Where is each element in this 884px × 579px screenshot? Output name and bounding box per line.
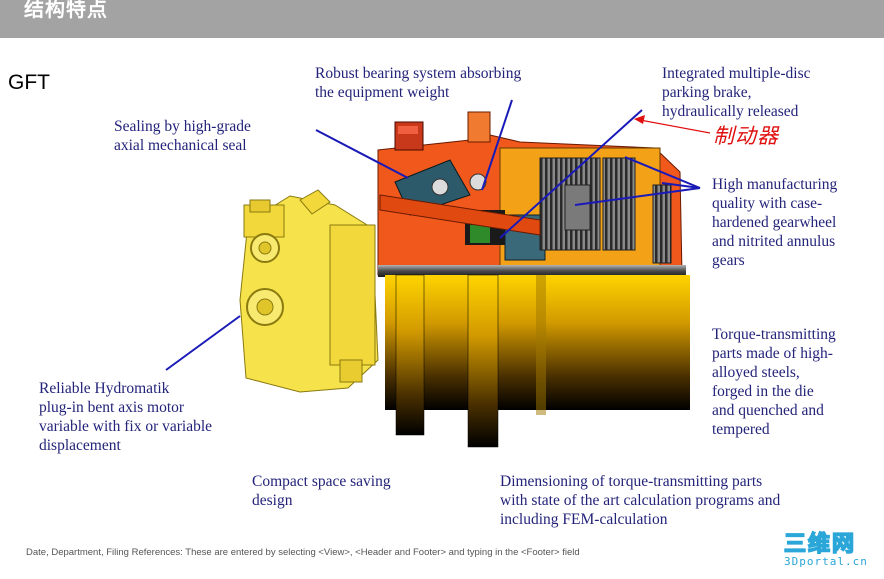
callout-dimensioning-line-3: including FEM-calculation [500, 511, 668, 528]
callout-quality-line-5: gears [712, 252, 745, 269]
callout-bearing-line-2: the equipment weight [315, 84, 450, 101]
callout-motor-line-3: variable with fix or variable [39, 418, 213, 435]
callout-brake-line-2: parking brake, [662, 84, 752, 101]
callout-bearing-line-1: Robust bearing system absorbing [315, 65, 522, 82]
leader-motor [165, 315, 241, 371]
callout-motor-line-2: plug-in bent axis motor [39, 399, 185, 416]
callout-quality-line-2: quality with case- [712, 195, 823, 212]
callout-quality-line-1: High manufacturing [712, 176, 838, 193]
callout-quality-line-4: and nitrited annulus [712, 233, 836, 250]
leader-bearing [481, 99, 513, 191]
callout-torque-line-5: and quenched and [712, 402, 824, 419]
leader-quality-b [574, 187, 701, 206]
leader-quality-a [624, 156, 701, 189]
callout-compact-line-1: Compact space saving [252, 473, 391, 490]
output-drum [378, 265, 690, 448]
callout-brake: Integrated multiple-disc parking brake, … [662, 64, 811, 121]
leader-lines [165, 99, 701, 371]
callout-sealing-line-2: axial mechanical seal [114, 137, 247, 154]
watermark-line-2: 3Dportal.cn [784, 555, 868, 568]
callout-quality-line-3: hardened gearwheel [712, 214, 837, 231]
header-bar: 结构特点 [0, 0, 884, 38]
callout-torque-line-1: Torque-transmitting [712, 326, 836, 343]
watermark-logo: 三维网 3Dportal.cn [783, 526, 876, 572]
callout-compact-line-2: design [252, 492, 293, 509]
callout-sealing-line-1: Sealing by high-grade [114, 118, 251, 135]
callout-quality: High manufacturing quality with case- ha… [712, 175, 837, 270]
callout-compact: Compact space saving design [252, 472, 391, 510]
callout-dimensioning-line-1: Dimensioning of torque-transmitting part… [500, 473, 763, 490]
brake-chinese-label: 制动器 [713, 124, 779, 148]
callout-dimensioning: Dimensioning of torque-transmitting part… [500, 472, 780, 529]
callout-torque-line-3: alloyed steels, [712, 364, 800, 381]
callout-bearing: Robust bearing system absorbing the equi… [315, 64, 521, 102]
callout-torque-line-2: parts made of high- [712, 345, 833, 362]
brake-arrow [634, 115, 711, 134]
product-label: GFT [8, 71, 50, 94]
leader-sealing [315, 129, 409, 179]
callout-motor: Reliable Hydromatik plug-in bent axis mo… [39, 379, 212, 455]
callout-brake-line-1: Integrated multiple-disc [662, 65, 811, 82]
callout-brake-line-3: hydraulically released [662, 103, 799, 120]
slide-footer: Date, Department, Filing References: The… [26, 547, 580, 558]
callout-dimensioning-line-2: with state of the art calculation progra… [500, 492, 781, 509]
callout-motor-line-4: displacement [39, 437, 121, 454]
page-title: 结构特点 [24, 0, 108, 21]
callout-sealing: Sealing by high-grade axial mechanical s… [114, 117, 251, 155]
gearbox-housing [377, 111, 683, 276]
watermark-line-1: 三维网 [783, 531, 857, 558]
leader-brake [499, 109, 643, 239]
callout-motor-line-1: Reliable Hydromatik [39, 380, 170, 397]
leader-quality-c [661, 182, 701, 189]
callout-torque-line-6: tempered [712, 421, 770, 438]
hydraulic-motor [239, 189, 379, 393]
callout-torque-parts: Torque-transmitting parts made of high- … [712, 325, 836, 439]
callout-torque-line-4: forged in the die [712, 383, 814, 400]
